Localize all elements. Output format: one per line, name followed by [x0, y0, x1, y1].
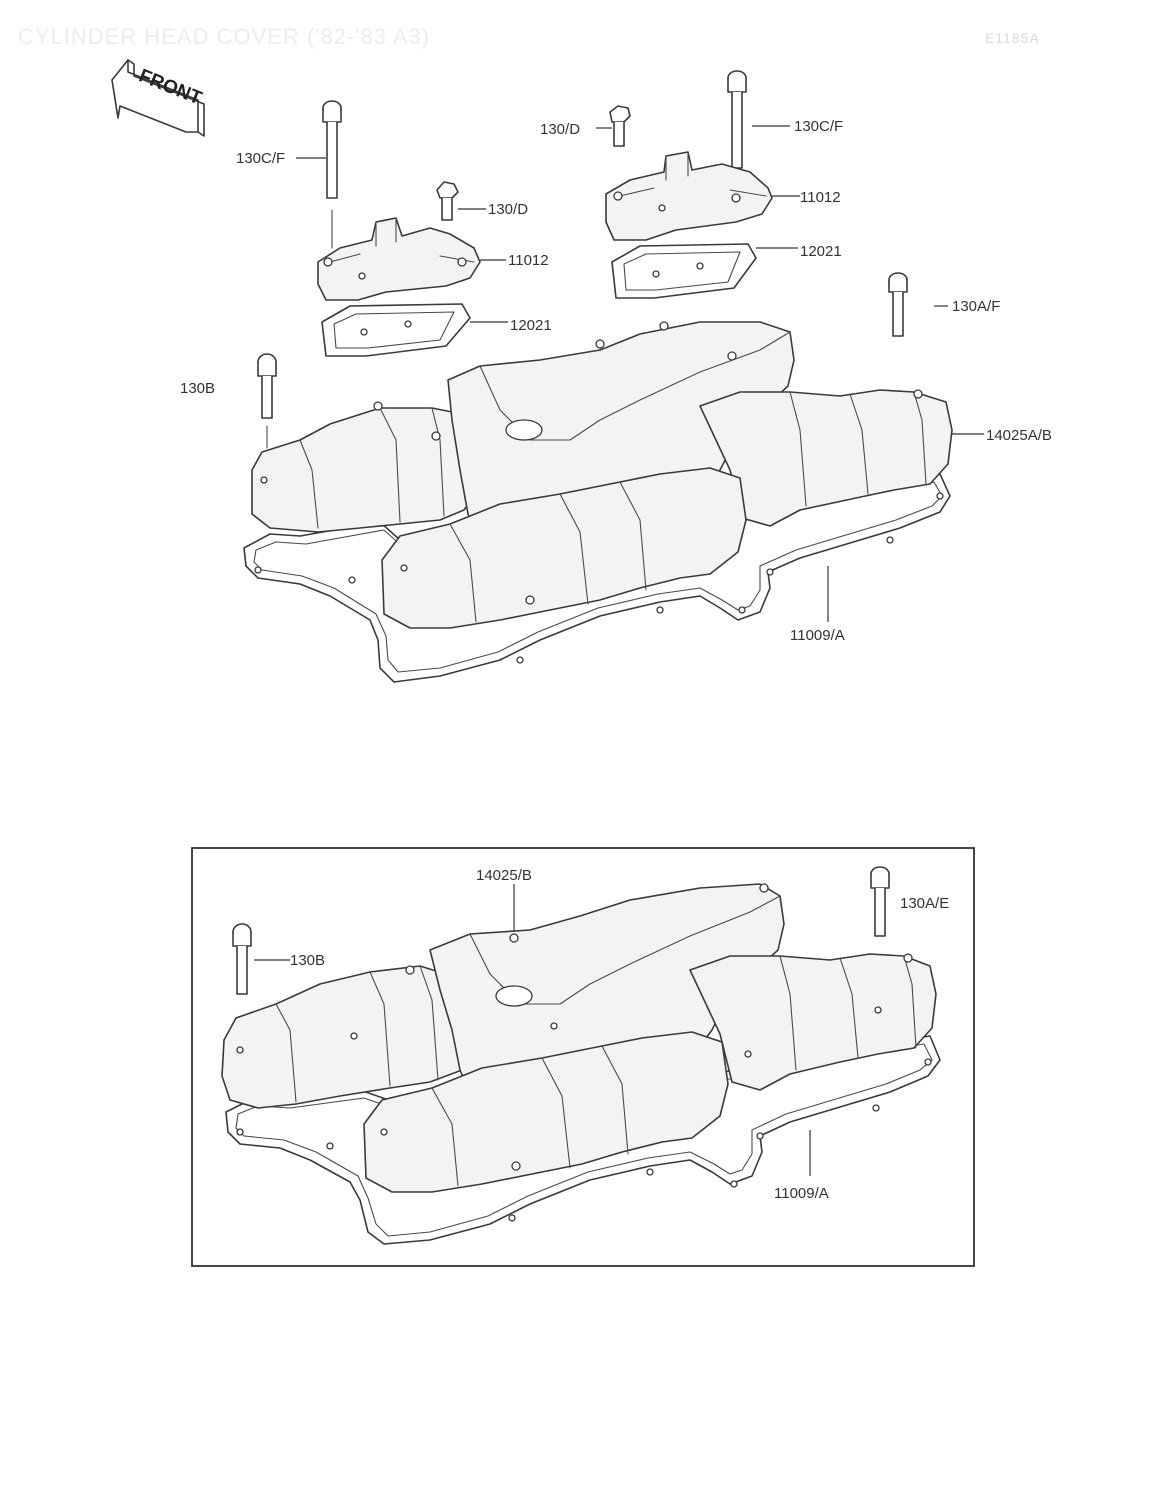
- label-130b-top: 130B: [180, 380, 215, 397]
- label-14025b-bottom: 14025/B: [476, 867, 532, 884]
- label-130d-right: 130/D: [540, 121, 580, 138]
- bolt-130ae: [870, 866, 890, 937]
- label-11009a-bottom: 11009/A: [774, 1185, 829, 1202]
- label-130d-left: 130/D: [488, 201, 528, 218]
- head-cover-bottom: [221, 883, 937, 1193]
- label-11012-right: 11012: [800, 189, 841, 206]
- front-badge-label: FRONT: [136, 65, 205, 109]
- label-130ae: 130A/E: [900, 895, 949, 912]
- page-title: CYLINDER HEAD COVER ('82-'83 A3): [18, 24, 431, 49]
- bolt-130b-bottom: [232, 923, 252, 995]
- label-11009a-top: 11009/A: [790, 627, 845, 644]
- cap-gasket-left: [321, 303, 471, 357]
- alt-model-box: 14025/B 130A/E 130B: [191, 847, 975, 1267]
- label-12021-left: 12021: [510, 317, 552, 334]
- label-11012-left: 11012: [508, 252, 549, 269]
- label-130b-bottom: 130B: [290, 952, 325, 969]
- cam-cap-right: [605, 151, 773, 241]
- label-12021-right: 12021: [800, 243, 842, 260]
- label-130cf-right: 130C/F: [794, 118, 843, 135]
- cam-cap-left: [317, 217, 481, 301]
- bolt-130d-right: [609, 105, 631, 147]
- bolt-130b-top: [257, 353, 277, 449]
- bolt-130cf-left: [322, 100, 342, 249]
- top-assembly: 130C/F 130/D 11012: [180, 70, 1052, 683]
- label-130af: 130A/F: [952, 298, 1000, 315]
- label-130cf-left: 130C/F: [236, 150, 285, 167]
- head-cover-top: [251, 321, 953, 629]
- front-arrow-badge: FRONT: [111, 59, 205, 137]
- cap-gasket-right: [611, 243, 757, 299]
- bolt-130af: [888, 272, 908, 337]
- label-14025ab: 14025A/B: [986, 427, 1052, 444]
- diagram-code: E1185A: [985, 30, 1040, 46]
- bolt-130d-left: [436, 181, 459, 221]
